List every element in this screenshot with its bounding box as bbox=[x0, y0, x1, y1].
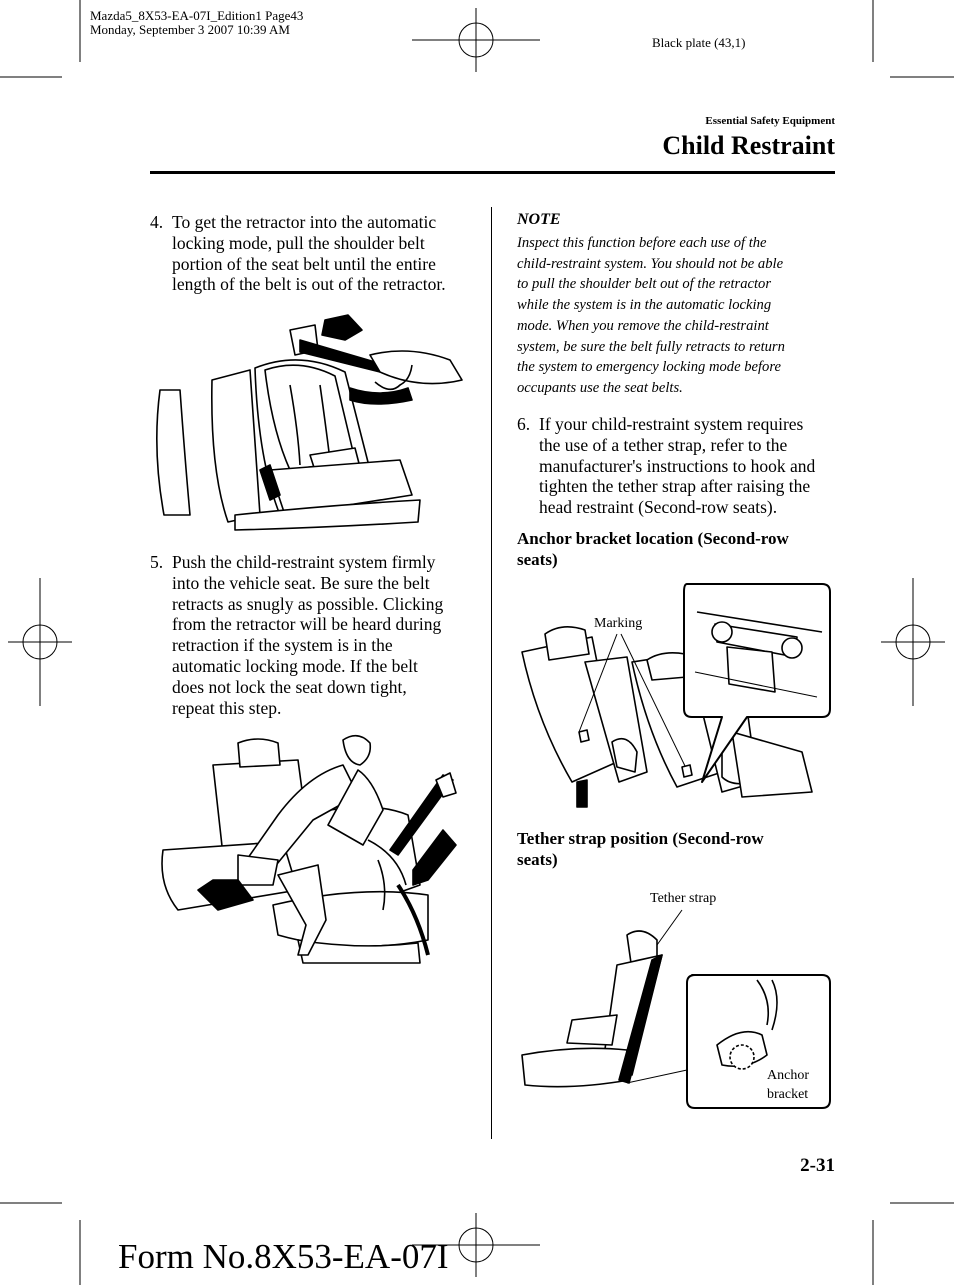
anchor-heading: Anchor bracket location (Second-row seat… bbox=[517, 528, 789, 570]
note-line: while the system is in the automatic loc… bbox=[517, 297, 772, 314]
header-rule bbox=[150, 171, 835, 174]
note-line: mode. When you remove the child-restrain… bbox=[517, 317, 769, 334]
anchor-heading-line: Anchor bracket location (Second-row bbox=[517, 529, 789, 548]
anchor-heading-line: seats) bbox=[517, 550, 558, 569]
file-info: Mazda5_8X53-EA-07I_Edition1 Page43 Monda… bbox=[90, 9, 303, 37]
step-5-line: from the retractor will be heard during bbox=[172, 614, 442, 635]
step-5: 5. Push the child-restraint system firml… bbox=[150, 552, 480, 718]
step-5-line: repeat this step. bbox=[172, 697, 282, 718]
column-divider bbox=[491, 207, 492, 1139]
step-6-line: the use of a tether strap, refer to the bbox=[539, 434, 788, 455]
note-line: Inspect this function before each use of… bbox=[517, 235, 767, 251]
belt-pull-illustration bbox=[156, 314, 463, 531]
anchor-location-illustration bbox=[521, 583, 831, 808]
step-4-line: locking mode, pull the shoulder belt bbox=[172, 232, 425, 253]
step-6: 6. If your child-restraint system requir… bbox=[517, 414, 842, 518]
step-4-line: length of the belt is out of the retract… bbox=[172, 274, 446, 295]
step-4-line: To get the retractor into the automatic bbox=[172, 212, 437, 232]
step-5-line: into the vehicle seat. Be sure the belt bbox=[172, 572, 430, 593]
tether-heading-line: Tether strap position (Second-row bbox=[517, 829, 764, 848]
step-6-number: 6. bbox=[517, 414, 531, 434]
form-number: Form No.8X53-EA-07I bbox=[118, 1237, 449, 1276]
push-seat-illustration bbox=[161, 734, 457, 964]
note-heading: NOTE bbox=[517, 211, 561, 228]
note-line: the system to emergency locking mode bef… bbox=[517, 359, 781, 376]
step-4-line: portion of the seat belt until the entir… bbox=[172, 253, 436, 274]
step-6-line: head restraint (Second-row seats). bbox=[539, 497, 778, 518]
marking-label: Marking bbox=[594, 616, 643, 631]
anchor-bracket-label-line: Anchor bbox=[767, 1068, 809, 1083]
step-5-line: Push the child-restraint system firmly bbox=[172, 552, 436, 572]
anchor-bracket-label-line: bracket bbox=[767, 1087, 809, 1102]
tether-strap-label: Tether strap bbox=[650, 891, 717, 906]
note-line: occupants use the seat belts. bbox=[517, 379, 683, 396]
anchor-bracket-label: Anchor bracket bbox=[767, 1066, 809, 1104]
step-5-line: retracts as snugly as possible. Clicking bbox=[172, 593, 444, 614]
file-info-line2: Monday, September 3 2007 10:39 AM bbox=[90, 22, 290, 37]
step-5-line: automatic locking mode. If the belt bbox=[172, 655, 418, 676]
tether-heading-line: seats) bbox=[517, 850, 558, 869]
note-body: Inspect this function before each use of… bbox=[517, 233, 837, 399]
note-line: to pull the shoulder belt out of the ret… bbox=[517, 276, 772, 293]
note-line: child-restraint system. You should not b… bbox=[517, 255, 784, 272]
plate-label: Black plate (43,1) bbox=[652, 35, 746, 50]
step-6-line: manufacturer's instructions to hook and bbox=[539, 455, 816, 476]
step-5-line: does not lock the seat down tight, bbox=[172, 676, 407, 697]
step-5-number: 5. bbox=[150, 552, 164, 572]
step-5-line: retraction if the system is in the bbox=[172, 635, 393, 656]
step-6-line: If your child-restraint system requires bbox=[539, 414, 804, 434]
page-number: 2-31 bbox=[800, 1155, 835, 1176]
tether-position-illustration bbox=[521, 909, 831, 1109]
note-line: system, be sure the belt fully retracts … bbox=[517, 338, 785, 355]
section-label: Essential Safety Equipment bbox=[705, 115, 835, 127]
page-title: Child Restraint bbox=[662, 131, 835, 160]
file-info-line1: Mazda5_8X53-EA-07I_Edition1 Page43 bbox=[90, 8, 304, 23]
step-4: 4. To get the retractor into the automat… bbox=[150, 212, 480, 295]
step-4-number: 4. bbox=[150, 212, 164, 232]
tether-heading: Tether strap position (Second-row seats) bbox=[517, 828, 764, 870]
step-6-line: tighten the tether strap after raising t… bbox=[539, 476, 811, 497]
